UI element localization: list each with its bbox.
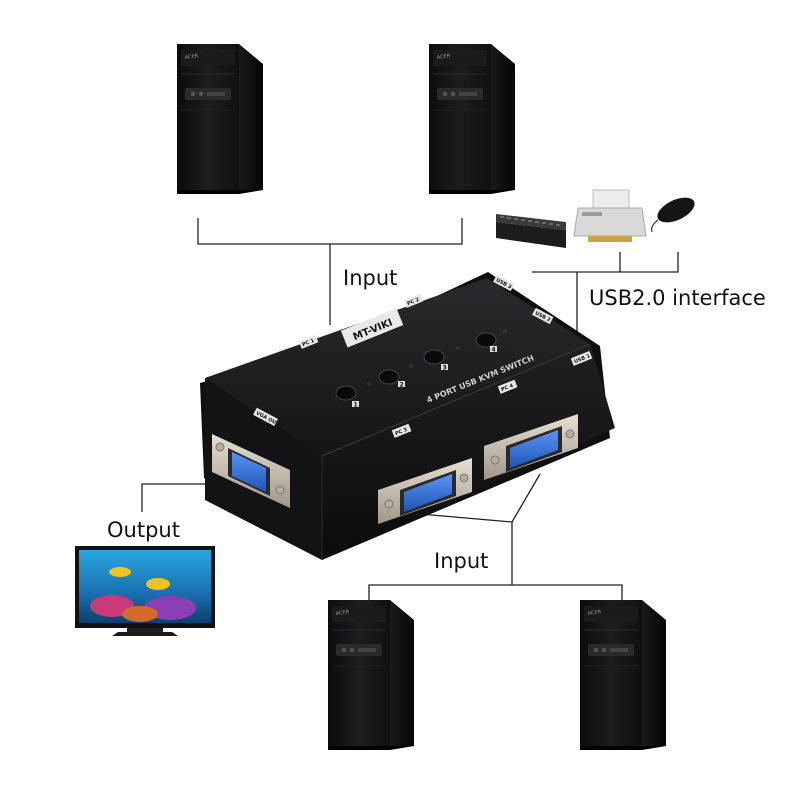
pc-tower-top-left: ACER bbox=[176, 43, 264, 195]
led-indicator bbox=[456, 346, 460, 350]
usb-peripheral-line bbox=[532, 252, 679, 273]
pc-tower-top-right: ACER bbox=[428, 43, 516, 195]
port-label-pc1: PC 1 bbox=[301, 338, 315, 348]
vga-port-left-lead bbox=[419, 513, 513, 523]
select-button-1[interactable] bbox=[335, 385, 357, 401]
pc-brand-mark: ACER bbox=[587, 609, 602, 617]
button-number-4: 4 bbox=[492, 347, 496, 354]
monitor-icon bbox=[75, 546, 215, 636]
bottom-input-label: Input bbox=[434, 549, 489, 573]
brand-badge bbox=[340, 308, 404, 348]
top-input-line bbox=[197, 218, 463, 245]
vga-port-right-lead bbox=[511, 473, 541, 523]
pc-tower-bottom-right: ACER bbox=[579, 599, 667, 751]
port-label-pc2: PC 2 bbox=[406, 297, 420, 307]
device-top-face bbox=[205, 278, 590, 456]
pc-brand-mark: ACER bbox=[335, 609, 350, 617]
top-input-label: Input bbox=[343, 266, 398, 290]
pc-brand-mark: ACER bbox=[184, 53, 199, 61]
mouse-icon bbox=[651, 197, 695, 233]
port-label-pc3: PC 3 bbox=[394, 427, 408, 437]
output-label: Output bbox=[107, 518, 180, 542]
button-number-2: 2 bbox=[400, 382, 404, 389]
select-button-3[interactable] bbox=[423, 349, 445, 365]
selector-buttons bbox=[335, 329, 507, 401]
led-indicator bbox=[503, 329, 507, 333]
vga-input-port-pc4[interactable] bbox=[484, 414, 578, 480]
button-number-3: 3 bbox=[443, 365, 447, 372]
led-indicator bbox=[409, 364, 413, 368]
button-number-1: 1 bbox=[354, 402, 358, 409]
printer-icon bbox=[573, 189, 647, 242]
usb-interface-label: USB2.0 interface bbox=[589, 286, 766, 310]
output-line bbox=[141, 483, 230, 512]
port-label-pc4: PC 4 bbox=[500, 383, 514, 393]
vga-input-port-pc3[interactable] bbox=[378, 458, 472, 524]
keyboard-icon bbox=[496, 214, 566, 248]
vga-out-port[interactable] bbox=[212, 434, 290, 508]
connection-lines bbox=[141, 218, 679, 603]
bottom-input-line bbox=[368, 584, 623, 603]
select-button-4[interactable] bbox=[475, 332, 497, 348]
pc-tower-bottom-left: ACER bbox=[327, 599, 415, 751]
pc-brand-mark: ACER bbox=[436, 53, 451, 61]
select-button-2[interactable] bbox=[378, 369, 400, 385]
led-indicator bbox=[367, 382, 371, 386]
kvm-switch-device: MT-VIKI 4 PORT USB KVM SWITCH 1 2 3 4 bbox=[200, 272, 615, 560]
